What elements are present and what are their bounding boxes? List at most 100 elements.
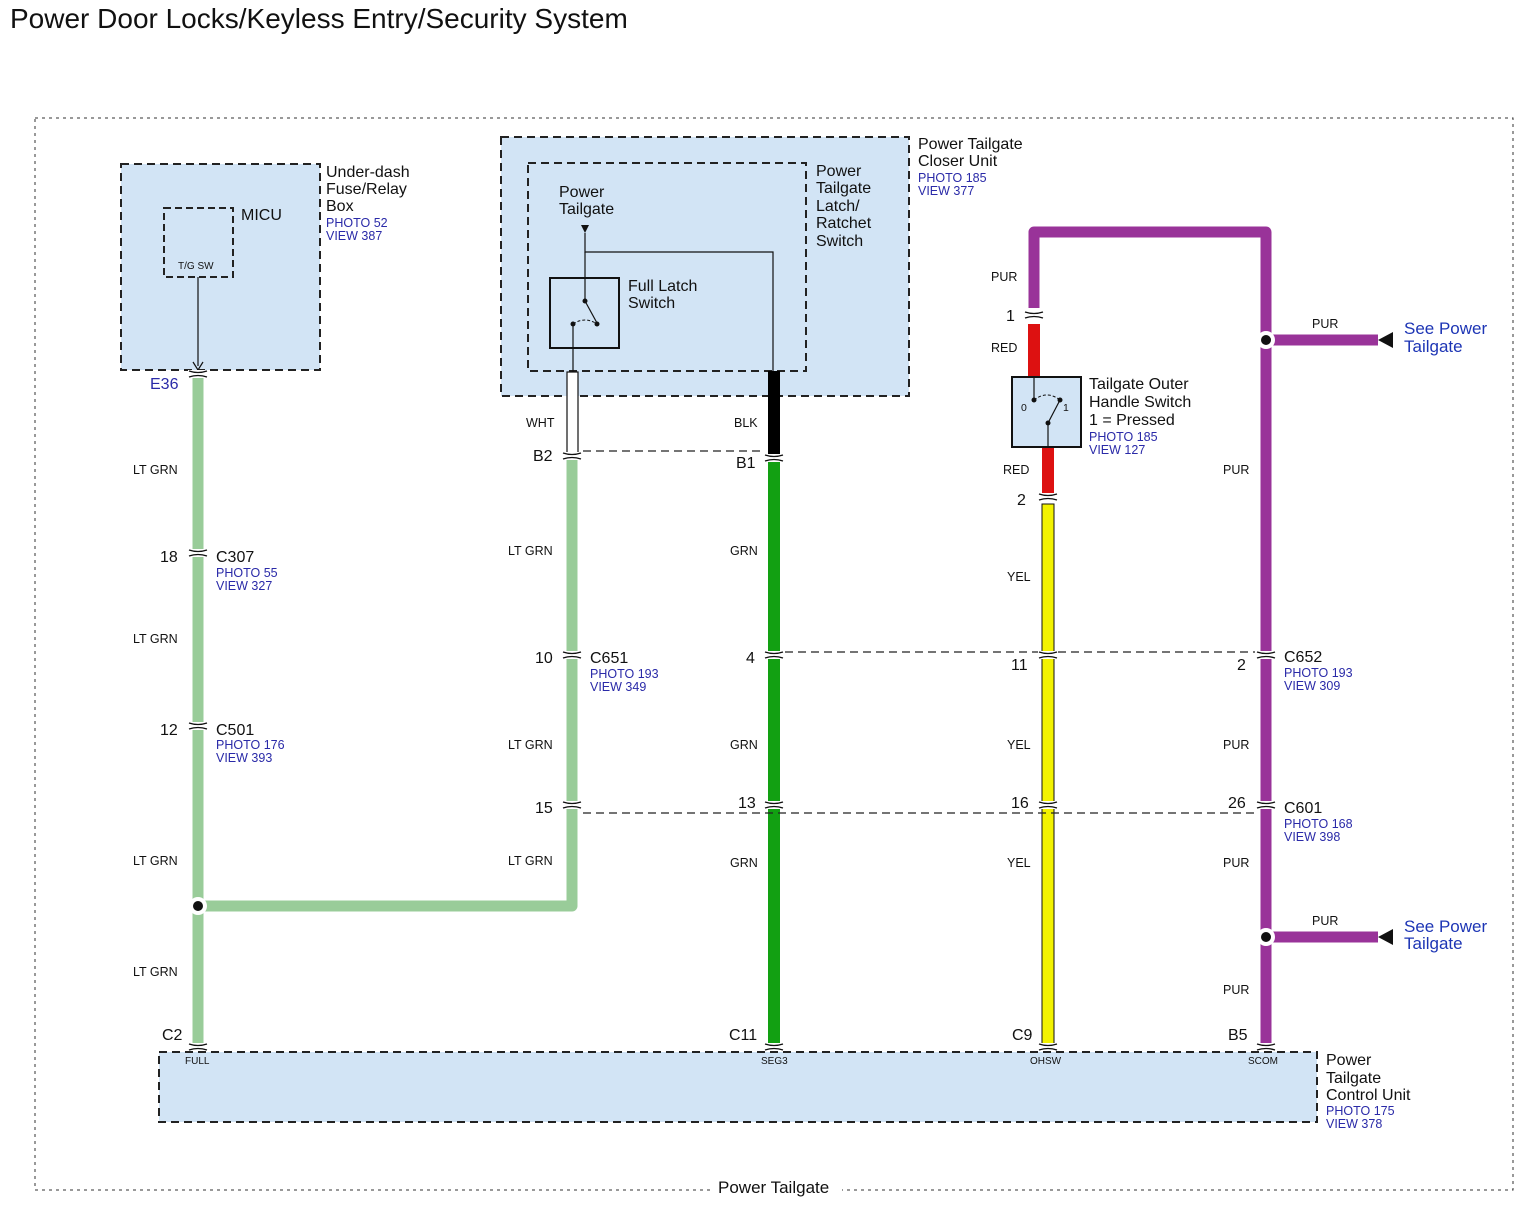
under-dash-photo-link[interactable]: PHOTO 52: [326, 216, 388, 230]
handle-switch-name-3: 1 = Pressed: [1089, 412, 1175, 429]
handle-switch-view-link[interactable]: VIEW 127: [1089, 443, 1145, 457]
wire-pur-loop[interactable]: [1028, 226, 1272, 1044]
connector-cavity-icon: [188, 374, 208, 378]
latch-switch-name-3: Latch/: [816, 198, 860, 215]
c307-view-link[interactable]: VIEW 327: [216, 579, 272, 593]
wire-yel[interactable]: [1041, 503, 1055, 1045]
switch-blade-icon: [584, 300, 598, 324]
c501-name: C501: [216, 722, 254, 739]
wire-label-lt-grn: LT GRN: [133, 463, 178, 477]
latch-switch-name-4: Ratchet: [816, 215, 872, 232]
control-unit-pin-full: FULL: [185, 1056, 210, 1067]
splice-point: [1261, 932, 1271, 942]
connector-cavity-icon: [1038, 651, 1058, 655]
switch-dashed-linkage: [1033, 394, 1061, 401]
wire-label-wht: WHT: [526, 416, 555, 430]
c651-photo-link[interactable]: PHOTO 193: [590, 667, 659, 681]
wire-label-pur: PUR: [1223, 983, 1249, 997]
closer-unit-view-link[interactable]: VIEW 377: [918, 184, 974, 198]
under-dash-name-1: Under-dash: [326, 164, 410, 181]
wire-label-lt-grn: LT GRN: [508, 738, 553, 752]
switch-dashed-linkage: [572, 319, 598, 325]
handle-switch-name-1: Tailgate Outer: [1089, 376, 1189, 393]
latch-switch-name-1: Power: [816, 163, 862, 180]
c652-view-link[interactable]: VIEW 309: [1284, 679, 1340, 693]
connector-cavity-gap: [1038, 493, 1058, 501]
connector-cavity-gap: [1256, 801, 1276, 809]
under-dash-view-link[interactable]: VIEW 387: [326, 229, 382, 243]
c652-photo-link[interactable]: PHOTO 193: [1284, 666, 1353, 680]
wire-label-yel: YEL: [1007, 738, 1031, 752]
connector-cavity-gap: [764, 454, 784, 462]
see-power-tailgate-link-lower-2[interactable]: Tailgate: [1404, 934, 1463, 953]
system-boundary: [34, 117, 1514, 1191]
c601-pin-13: 13: [738, 795, 756, 812]
connector-c11-label: C11: [729, 1027, 757, 1044]
handle-switch-photo-link[interactable]: PHOTO 185: [1089, 430, 1158, 444]
latch-internal-circuit: [584, 233, 774, 372]
c601-photo-link[interactable]: PHOTO 168: [1284, 817, 1353, 831]
c601-pin-15: 15: [535, 800, 553, 817]
connector-cavity-icon: [188, 722, 208, 726]
c307-photo-link[interactable]: PHOTO 55: [216, 566, 278, 580]
c651-view-link[interactable]: VIEW 349: [590, 680, 646, 694]
c501-photo-link[interactable]: PHOTO 176: [216, 738, 285, 752]
control-unit-view-link[interactable]: VIEW 378: [1326, 1117, 1382, 1131]
wire-lt-grn-splice[interactable]: [198, 460, 578, 912]
wire-label-lt-grn: LT GRN: [133, 632, 178, 646]
connector-cavity-icon: [188, 553, 208, 557]
c601-view-link[interactable]: VIEW 398: [1284, 830, 1340, 844]
connector-cavity-icon: [1256, 801, 1276, 805]
wire-label-pur: PUR: [1223, 738, 1249, 752]
connector-cavity-gap: [562, 452, 582, 460]
splice-point: [193, 901, 203, 911]
c652-pin-11: 11: [1011, 657, 1028, 674]
control-unit-name-1: Power: [1326, 1052, 1372, 1069]
power-tailgate-closer-unit[interactable]: [500, 136, 910, 397]
connector-cavity-icon: [1038, 497, 1058, 501]
connector-cavity-gap: [764, 1043, 784, 1051]
connector-cavity-gap: [1256, 651, 1276, 659]
wire-label-blk: BLK: [734, 416, 758, 430]
connector-cavity-gap: [764, 651, 784, 659]
section-label: Power Tailgate: [718, 1178, 829, 1197]
wire-label-red: RED: [991, 341, 1017, 355]
connector-cavity-icon: [1038, 1047, 1058, 1051]
see-power-tailgate-link-lower-1[interactable]: See Power: [1404, 917, 1487, 936]
wire-wht[interactable]: [566, 371, 579, 455]
connector-cavity-icon: [562, 805, 582, 809]
connector-cavity-icon: [1256, 651, 1276, 655]
closer-unit-photo-link[interactable]: PHOTO 185: [918, 171, 987, 185]
control-unit-photo-link[interactable]: PHOTO 175: [1326, 1104, 1395, 1118]
connector-cavity-icon: [764, 1043, 784, 1047]
connector-cavity-icon: [1038, 805, 1058, 809]
c652-pin-2: 2: [1237, 657, 1246, 674]
connector-b5-label: B5: [1228, 1027, 1248, 1044]
handle-switch-pos-1: 1: [1063, 402, 1069, 414]
connector-cavity-icon: [1256, 655, 1276, 659]
connector-cavity-icon: [1256, 1043, 1276, 1047]
power-tailgate-control-unit[interactable]: [158, 1051, 1318, 1123]
see-power-tailgate-link-upper-1[interactable]: See Power: [1404, 319, 1487, 338]
c307-pin: 18: [160, 549, 178, 566]
connector-cavity-gap: [1024, 311, 1044, 319]
connector-cavity-gap: [764, 801, 784, 809]
connector-cavity-icon: [188, 726, 208, 730]
splice-point: [1261, 335, 1271, 345]
ground-arrow-icon: [581, 225, 589, 233]
wire-label-pur: PUR: [1312, 914, 1338, 928]
connector-cavity-icon: [1024, 315, 1044, 319]
full-latch-name-1: Full Latch: [628, 278, 697, 295]
see-power-tailgate-link-upper-2[interactable]: Tailgate: [1404, 337, 1463, 356]
control-unit-pin-ohsw: OHSW: [1030, 1056, 1062, 1067]
c501-view-link[interactable]: VIEW 393: [216, 751, 272, 765]
connector-cavity-icon: [764, 655, 784, 659]
c501-pin: 12: [160, 722, 178, 739]
control-unit-name-3: Control Unit: [1326, 1087, 1411, 1104]
handle-switch-name-2: Handle Switch: [1089, 394, 1191, 411]
connector-cavity-icon: [1256, 805, 1276, 809]
under-dash-fuse-relay-box[interactable]: [120, 163, 321, 371]
handle-switch-pin-1: 1: [1006, 308, 1015, 325]
tailgate-outer-handle-switch[interactable]: [1011, 376, 1082, 448]
c651-name: C651: [590, 650, 628, 667]
